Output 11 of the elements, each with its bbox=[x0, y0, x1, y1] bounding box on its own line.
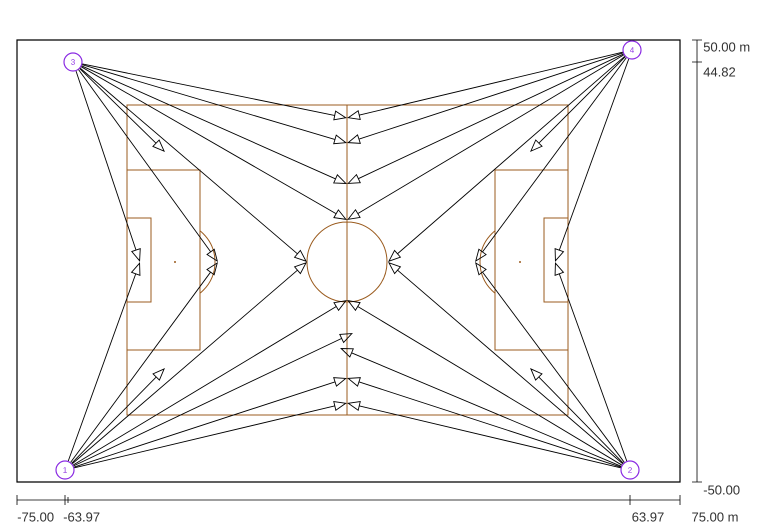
dimension-label: -75.00 bbox=[18, 512, 54, 522]
dimension-label: 44.82 bbox=[704, 67, 736, 77]
dimension-label: -50.00 bbox=[704, 485, 740, 495]
dimension-label: 50.00 m bbox=[704, 42, 750, 52]
aiming-arrow bbox=[530, 56, 626, 152]
dimension-label: 63.97 bbox=[632, 512, 664, 522]
dimension-label: 75.00 m bbox=[692, 512, 738, 522]
dimension-label: -63.97 bbox=[64, 512, 100, 522]
aiming-arrow bbox=[530, 368, 624, 464]
aiming-arrow bbox=[79, 68, 165, 152]
aiming-arrow bbox=[71, 368, 165, 464]
